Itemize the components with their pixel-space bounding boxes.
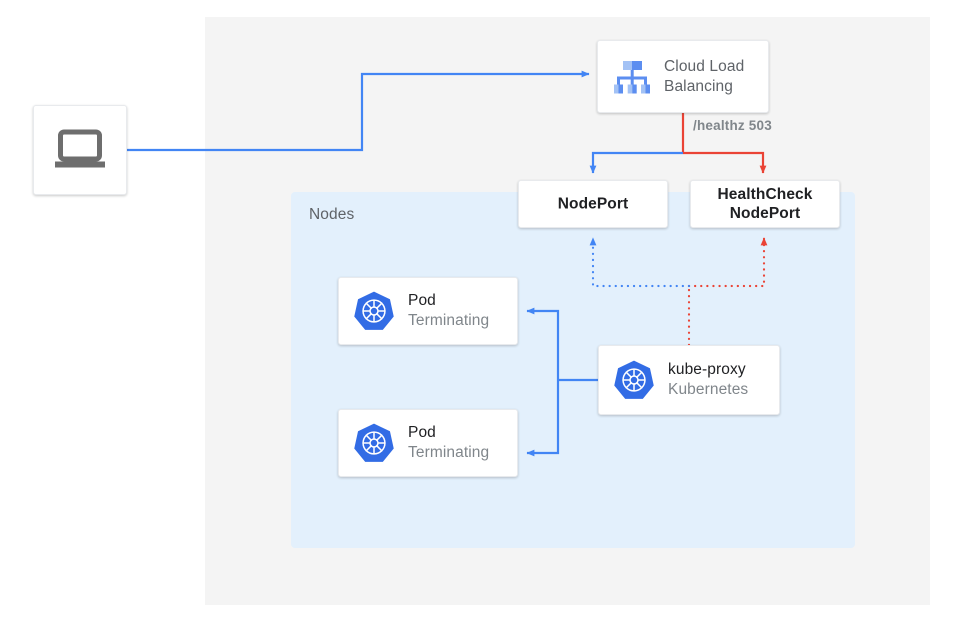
pod-card-2: Pod Terminating [338, 409, 518, 477]
pod-1-text: Pod Terminating [408, 291, 489, 331]
laptop-icon [55, 129, 105, 168]
kube-proxy-text: kube-proxy Kubernetes [668, 360, 748, 400]
kube-proxy-subtitle: Kubernetes [668, 381, 749, 398]
cloud-load-balancing-label-line2: Balancing [664, 77, 733, 95]
kubernetes-icon [614, 360, 654, 399]
cloud-load-balancing-icon [614, 60, 650, 93]
pod-1-status: Terminating [408, 312, 490, 329]
cloud-load-balancing-card: Cloud Load Balancing [597, 40, 769, 113]
healthcheck-nodeport-label-line1: HealthCheck [717, 186, 813, 203]
nodes-panel-label: Nodes [309, 206, 355, 223]
pod-2-status: Terminating [408, 444, 490, 461]
pod-2-text: Pod Terminating [408, 423, 489, 463]
kube-proxy-title: kube-proxy [668, 361, 746, 378]
kube-proxy-card: kube-proxy Kubernetes [598, 345, 780, 415]
pod-card-1: Pod Terminating [338, 277, 518, 345]
kubernetes-icon [354, 291, 394, 330]
client-device-card [33, 105, 127, 195]
healthcheck-nodeport-label: HealthCheck NodePort [691, 185, 839, 223]
healthcheck-nodeport-card: HealthCheck NodePort [690, 180, 840, 228]
kubernetes-icon [354, 423, 394, 462]
cloud-load-balancing-label: Cloud Load Balancing [664, 57, 744, 97]
healthcheck-nodeport-label-line2: NodePort [729, 205, 801, 222]
pod-2-title: Pod [408, 424, 436, 441]
nodeport-label: NodePort [557, 195, 629, 213]
cloud-load-balancing-label-line1: Cloud Load [664, 57, 745, 75]
pod-1-title: Pod [408, 292, 436, 309]
healthz-status-label: /healthz 503 [693, 118, 772, 133]
nodeport-card: NodePort [518, 180, 668, 228]
